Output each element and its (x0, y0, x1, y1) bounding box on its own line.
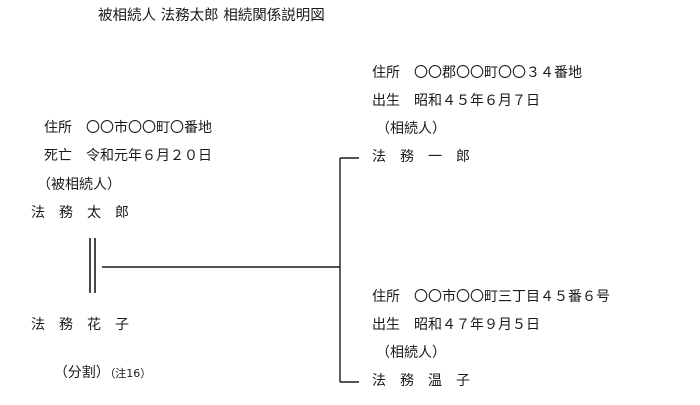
heir2-birth-date: 出生 昭和４７年９月５日 (372, 317, 540, 333)
heir1-name: 法 務 一 郎 (372, 149, 470, 165)
heir1-role: （相続人） (376, 121, 446, 137)
spouse-note: （注16） (109, 367, 152, 380)
heir1-birth-date: 出生 昭和４５年６月７日 (372, 93, 540, 109)
spouse-name: 法 務 花 子 (31, 317, 129, 333)
spouse-role: （分割）（注16） (36, 343, 152, 404)
spouse-role-text: （分割） (53, 365, 110, 381)
heir2-name: 法 務 温 子 (372, 373, 470, 389)
heir2-role: （相続人） (376, 345, 446, 361)
decedent-death-date: 死亡 令和元年６月２０日 (44, 148, 212, 164)
document-title: 被相続人 法務太郎 相続関係説明図 (98, 8, 325, 24)
decedent-name: 法 務 太 郎 (31, 205, 129, 221)
decedent-role: （被相続人） (37, 177, 121, 193)
heir1-address: 住所 〇〇郡〇〇町〇〇３４番地 (372, 65, 582, 81)
heir2-address: 住所 〇〇市〇〇町三丁目４５番６号 (372, 289, 610, 305)
decedent-address: 住所 〇〇市〇〇町〇番地 (44, 120, 212, 136)
